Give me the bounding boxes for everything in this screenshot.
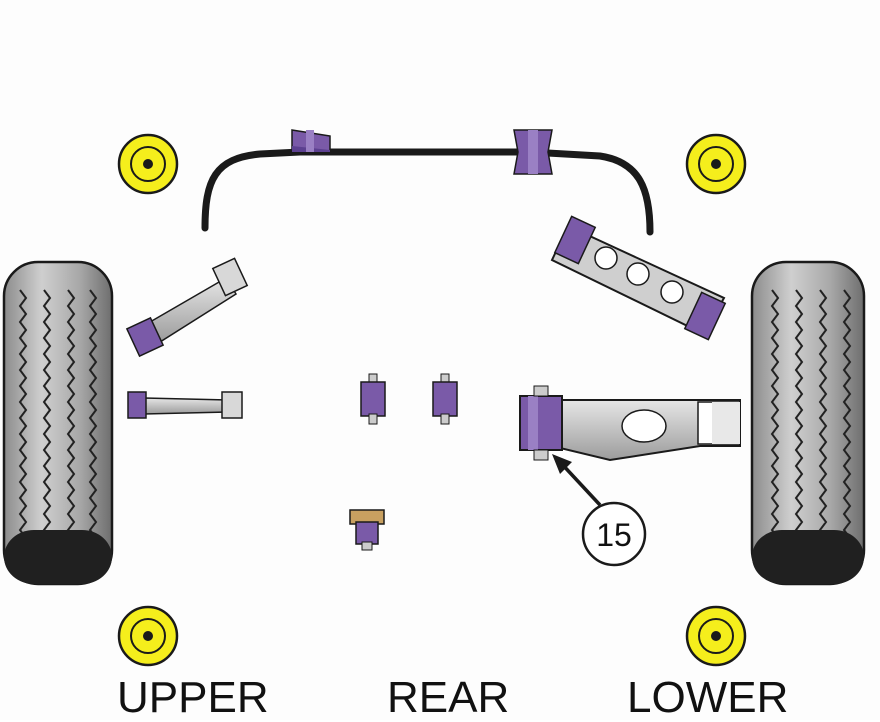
tyre-left	[2, 260, 114, 586]
wheel-hub-lower-right	[685, 605, 747, 667]
label-lower: LOWER	[627, 673, 789, 722]
upper-link-straight	[127, 391, 243, 419]
label-rear: REAR	[387, 673, 510, 722]
rear-bush-left	[360, 373, 386, 425]
wheel-hub-upper-right	[685, 133, 747, 195]
callout-badge: 15	[581, 501, 647, 567]
callout-number: 15	[596, 517, 632, 553]
rear-mount-bottom	[349, 509, 385, 551]
roll-bar-bush-left	[291, 129, 331, 153]
callout-arrow	[552, 454, 602, 507]
lower-plate-arm	[550, 215, 727, 341]
rear-bush-right	[432, 373, 458, 425]
lower-arm	[519, 385, 741, 462]
tyre-right	[750, 260, 866, 586]
roll-bar-bush-right	[513, 129, 553, 175]
label-upper: UPPER	[117, 673, 269, 722]
wheel-hub-lower-left	[117, 605, 179, 667]
anti-roll-bar	[201, 148, 654, 236]
wheel-hub-upper-left	[117, 133, 179, 195]
upper-link-diagonal	[125, 257, 249, 358]
